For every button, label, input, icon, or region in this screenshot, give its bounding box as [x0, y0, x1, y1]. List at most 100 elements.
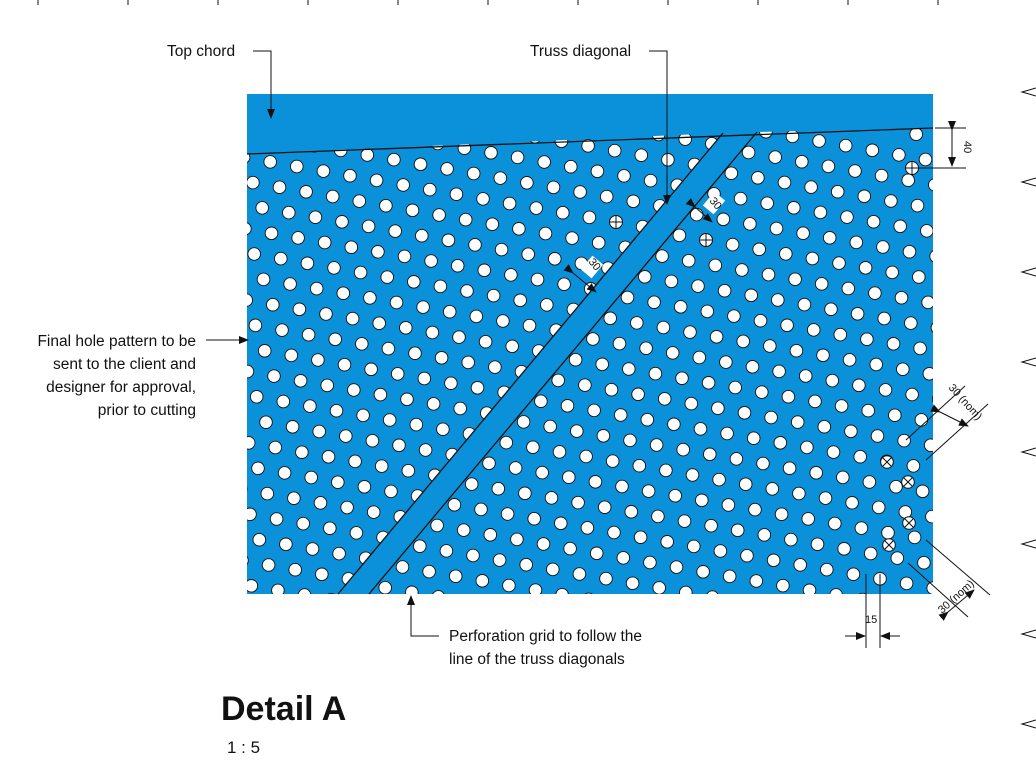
perforation-hole	[612, 336, 627, 351]
perforation-hole	[589, 546, 604, 561]
perforation-hole	[313, 496, 328, 510]
perforation-hole	[841, 281, 856, 296]
perforation-hole	[268, 440, 283, 455]
perforation-hole	[499, 435, 514, 450]
perforation-hole	[870, 429, 885, 443]
perforation-hole	[830, 184, 845, 199]
perforation-hole	[537, 155, 551, 169]
perforation-hole	[825, 373, 840, 388]
perforation-hole	[353, 265, 368, 280]
perforation-hole	[643, 173, 658, 188]
perforation-hole	[389, 295, 404, 310]
perforation-hole	[926, 581, 933, 594]
perforation-hole	[248, 318, 263, 333]
perforation-hole	[935, 536, 948, 549]
perforation-hole	[651, 509, 665, 524]
perforation-hole	[230, 176, 243, 189]
perforation-hole	[789, 343, 804, 358]
perforation-hole	[700, 304, 715, 319]
dimension-label-pitch-upper: 30 (nom)	[946, 382, 984, 423]
perforation-hole	[854, 521, 869, 535]
perforation-hole	[810, 537, 825, 551]
perforation-hole	[607, 143, 622, 158]
perforation-hole	[826, 445, 841, 459]
perforation-hole	[787, 201, 801, 215]
perforation-hole	[711, 401, 725, 415]
perforation-hole	[816, 348, 830, 363]
perforation-hole	[746, 431, 761, 445]
perforation-hole	[613, 408, 628, 422]
perforation-hole	[384, 484, 398, 499]
perforation-hole	[617, 169, 631, 183]
perforation-hole	[433, 279, 448, 294]
callout-final-pattern-line1: Final hole pattern to be	[37, 333, 196, 350]
perforation-hole	[795, 154, 809, 169]
perforation-hole	[630, 316, 644, 330]
perforation-hole	[312, 424, 326, 439]
perforation-hole	[695, 493, 709, 508]
callout-perforation-grid-line1: Perforation grid to follow the	[449, 628, 642, 645]
perforation-hole	[885, 265, 899, 280]
perforation-hole	[247, 482, 248, 496]
perforation-hole	[672, 228, 687, 243]
perforation-hole	[285, 420, 300, 434]
perforation-hole	[396, 178, 410, 192]
perforation-hole	[620, 290, 635, 305]
perforation-hole	[676, 442, 690, 457]
perforation-hole	[661, 153, 675, 167]
perforation-hole	[365, 433, 380, 448]
perforation-hole	[296, 516, 310, 531]
detail-title: Detail A	[221, 690, 346, 728]
perforation-hole	[876, 240, 890, 254]
perforation-hole	[796, 226, 810, 240]
detail-scale: 1 : 5	[227, 738, 260, 757]
perforation-hole	[320, 378, 334, 393]
top-ruler	[37, 0, 939, 5]
perforation-hole	[904, 316, 918, 330]
perforation-hole	[634, 148, 649, 162]
perforation-hole	[483, 528, 498, 542]
perforation-hole	[378, 580, 392, 594]
perforation-hole	[657, 392, 672, 406]
perforation-hole	[484, 146, 498, 160]
perforation-hole	[374, 459, 389, 473]
perforation-hole	[453, 401, 467, 416]
perforation-hole	[727, 309, 741, 323]
perforation-hole	[683, 325, 697, 339]
perforation-hole	[444, 376, 458, 390]
perforation-hole	[461, 355, 475, 370]
perforation-hole	[464, 477, 479, 491]
x-mark	[904, 518, 914, 528]
perforation-hole	[466, 548, 480, 563]
perforation-hole	[275, 323, 289, 337]
perforation-hole	[423, 182, 437, 197]
perforation-hole	[436, 422, 450, 436]
perforation-hole	[805, 251, 820, 266]
callout-final-pattern-line3: designer for approval,	[46, 379, 196, 396]
perforation-hole	[332, 546, 346, 561]
perforation-hole	[713, 544, 728, 558]
right-break-marks	[1020, 87, 1036, 729]
perforation-hole	[615, 479, 629, 494]
perforation-hole	[308, 593, 321, 606]
perforation-hole	[348, 454, 362, 469]
perforation-hole	[315, 567, 329, 582]
perforation-hole	[335, 598, 348, 611]
perforation-hole	[263, 155, 277, 169]
perforation-hole	[689, 207, 704, 222]
perforation-hole	[780, 318, 794, 333]
perforation-hole	[564, 159, 578, 174]
perforation-hole	[344, 240, 359, 254]
perforation-hole	[906, 459, 921, 473]
perforation-hole	[936, 154, 949, 167]
perforation-hole	[282, 205, 296, 220]
perforation-hole	[673, 300, 688, 314]
perforation-hole	[233, 411, 246, 424]
crosshair-circle-icon	[905, 161, 919, 175]
perforation-hole	[486, 288, 501, 303]
perforation-hole	[439, 544, 454, 558]
perforation-hole	[709, 330, 724, 344]
perforation-hole	[247, 175, 260, 190]
perforation-hole	[305, 542, 320, 556]
perforation-hole	[321, 450, 336, 464]
